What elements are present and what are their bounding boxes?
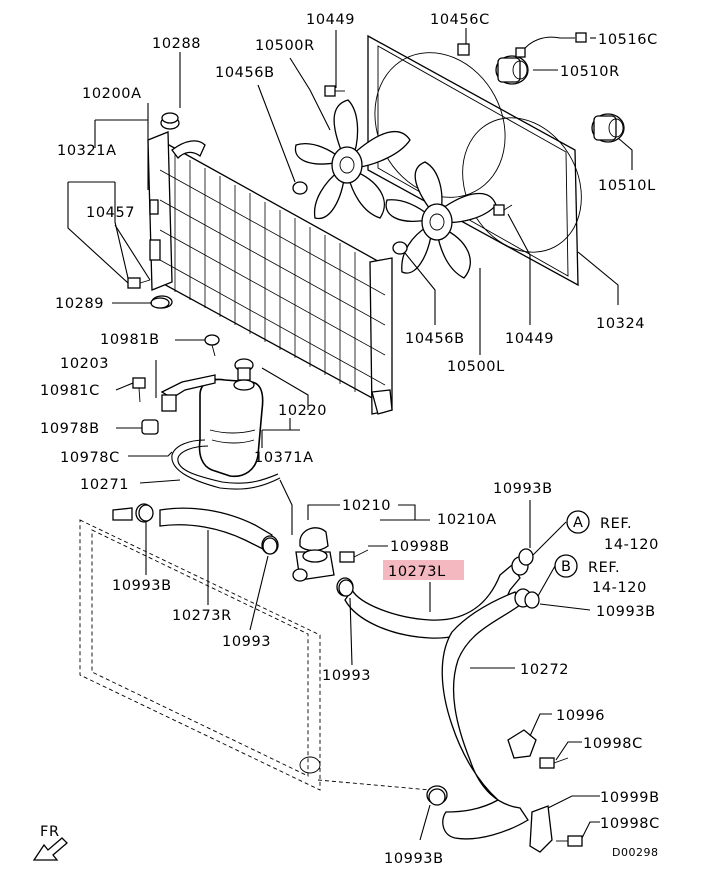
- label-10978B: 10978B: [40, 421, 100, 437]
- bolt-10998C-a: [539, 757, 569, 769]
- label-10210A: 10210A: [437, 512, 497, 528]
- bolt-10998C-b: [556, 835, 583, 847]
- label-10203: 10203: [60, 356, 109, 372]
- label-10999B: 10999B: [600, 790, 660, 806]
- harness-10516C: [515, 32, 587, 58]
- fan-motor-10510L: [591, 113, 625, 143]
- label-10324: 10324: [596, 316, 645, 332]
- bolt-10998B: [339, 549, 369, 563]
- seal-10289: [150, 297, 170, 309]
- nut-10456B-bottom: [392, 241, 408, 255]
- ref-circle-A: [566, 510, 590, 534]
- label-10210: 10210: [342, 498, 391, 514]
- overflow-hose-10271: [171, 439, 281, 490]
- label-10200A: 10200A: [82, 86, 142, 102]
- hose-10273R: [112, 503, 279, 555]
- label-10993B-a: 10993B: [493, 481, 553, 497]
- label-10289: 10289: [55, 296, 104, 312]
- label-10457: 10457: [86, 205, 135, 221]
- label-10273R: 10273R: [172, 608, 232, 624]
- fan-blade-10500L: [385, 161, 497, 279]
- clamp-10993B-bottom: [428, 788, 446, 806]
- label-10993-a: 10993: [222, 634, 271, 650]
- label-10993B-b: 10993B: [596, 604, 656, 620]
- label-10510R: 10510R: [560, 64, 620, 80]
- nut-10449-bottom: [493, 204, 513, 216]
- label-10456B-top: 10456B: [215, 65, 275, 81]
- highlight-10273L: [383, 560, 464, 580]
- label-10978C: 10978C: [60, 450, 120, 466]
- label-10271: 10271: [80, 477, 129, 493]
- label-10998C-a: 10998C: [583, 736, 643, 752]
- label-10998C-b: 10998C: [600, 816, 660, 832]
- reservoir-tank-10220: [198, 358, 264, 478]
- label-10371A: 10371A: [254, 450, 314, 466]
- label-10456C: 10456C: [430, 12, 490, 28]
- label-10449-bottom: 10449: [505, 331, 554, 347]
- label-ref-A-page: 14-120: [604, 537, 659, 553]
- label-10996: 10996: [556, 708, 605, 724]
- label-10288: 10288: [152, 36, 201, 52]
- label-10449-top: 10449: [306, 12, 355, 28]
- label-ref-B-letter: B: [561, 559, 572, 575]
- label-10272: 10272: [520, 662, 569, 678]
- label-10500R: 10500R: [255, 38, 315, 54]
- bracket-10996: [507, 729, 537, 759]
- label-ref-A-text: REF.: [600, 516, 632, 532]
- bolt-10981C: [132, 377, 146, 403]
- label-10321A: 10321A: [57, 143, 117, 159]
- radiator-reference-outline: [79, 519, 431, 791]
- thermostat-10210: [292, 527, 335, 582]
- label-10500L: 10500L: [447, 359, 505, 375]
- front-direction-arrow: [32, 837, 68, 861]
- part-labels: 10449 10456C 10516C 10288 10500R 10510R …: [40, 12, 660, 867]
- label-10510L: 10510L: [598, 178, 656, 194]
- bracket-10999B: [529, 805, 553, 853]
- label-drawing-code: D00298: [612, 846, 658, 859]
- label-10220: 10220: [278, 403, 327, 419]
- label-10993B-bottom: 10993B: [384, 851, 444, 867]
- label-ref-B-text: REF.: [588, 560, 620, 576]
- nut-10456B-top: [292, 181, 308, 195]
- label-10998B: 10998B: [390, 539, 450, 555]
- clamp-10993B-left: [138, 504, 154, 522]
- reservoir-bracket-10203: [160, 374, 216, 412]
- fan-motor-10510R: [495, 55, 529, 85]
- label-10981B: 10981B: [100, 332, 160, 348]
- clamp-10993B-a: [518, 548, 534, 566]
- label-10993B-left: 10993B: [112, 578, 172, 594]
- label-ref-B-page: 14-120: [592, 580, 647, 596]
- label-10273L: 10273L: [388, 564, 446, 580]
- radiator: [147, 116, 393, 415]
- clamp-10993-a: [262, 537, 278, 555]
- nut-10449-top: [324, 85, 345, 97]
- clamp-10993-b: [338, 579, 354, 597]
- label-10993-b: 10993: [322, 668, 371, 684]
- label-10516C: 10516C: [598, 32, 658, 48]
- label-10981C: 10981C: [40, 383, 100, 399]
- clamp-10993B-b: [524, 591, 540, 609]
- leader-lines: [67, 28, 633, 841]
- label-10456B-bottom: 10456B: [405, 331, 465, 347]
- clip-10978B: [141, 419, 159, 435]
- fan-blade-10500R: [294, 99, 411, 220]
- cap-10288: [161, 112, 179, 124]
- bolt-10457: [127, 277, 151, 289]
- bolt-10981B: [204, 334, 220, 357]
- label-ref-A-letter: A: [573, 515, 584, 531]
- label-fr: FR: [40, 824, 60, 840]
- clip-10456C: [457, 43, 470, 56]
